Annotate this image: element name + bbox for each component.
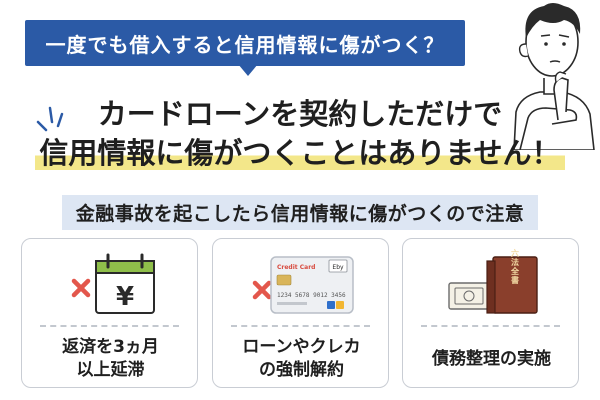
headline-line-2-wrapper: 信用情報に傷がつくことはありません！ [0, 136, 600, 171]
card-divider [231, 325, 370, 327]
headline-line-2: 信用情報に傷がつくことはありません！ [35, 136, 565, 171]
card-late-payment: ¥ 返済を3ヵ月 以上延滞 [21, 238, 198, 388]
card-label-debt-consolidation: 債務整理の実施 [432, 348, 551, 369]
thinking-person-illustration [513, 3, 595, 150]
card-forced-cancellation: Credit Card Eby 1234 5678 9012 3456 ローンや… [212, 238, 389, 388]
emphasis-spark-lines [36, 106, 64, 132]
headline-line-1: カードローンを契約しただけで [97, 97, 503, 131]
calendar-yen-icon: ¥ [71, 253, 155, 314]
card-debt-consolidation: 六法全書 債務整理の実施 [402, 238, 579, 388]
question-banner-tail [238, 64, 258, 76]
card-logo-text: Eby [332, 264, 344, 271]
card-brand-text: Credit Card [277, 264, 315, 271]
subheading-text: 金融事故を起こしたら信用情報に傷がつくので注意 [61, 195, 539, 230]
question-text: 一度でも借入すると信用情報に傷がつく？ [45, 32, 445, 57]
card-label-late-payment: 返済を3ヵ月 以上延滞 [62, 337, 159, 380]
law-book-icon: 六法全書 [448, 248, 538, 314]
headline: カードローンを契約しただけで 信用情報に傷がつくことはありません！ [0, 97, 600, 171]
card-label-forced-cancellation: ローンやクレカ の強制解約 [242, 337, 361, 380]
credit-card-icon: Credit Card Eby 1234 5678 9012 3456 [252, 256, 354, 314]
card-number-text: 1234 5678 9012 3456 [277, 292, 346, 299]
card-divider [40, 325, 179, 327]
calendar-yen-symbol: ¥ [116, 282, 134, 312]
subheading: 金融事故を起こしたら信用情報に傷がつくので注意 [0, 195, 600, 231]
question-banner: 一度でも借入すると信用情報に傷がつく？ [25, 20, 465, 66]
book-title-text: 六法全書 [510, 248, 520, 285]
card-divider [421, 325, 560, 327]
